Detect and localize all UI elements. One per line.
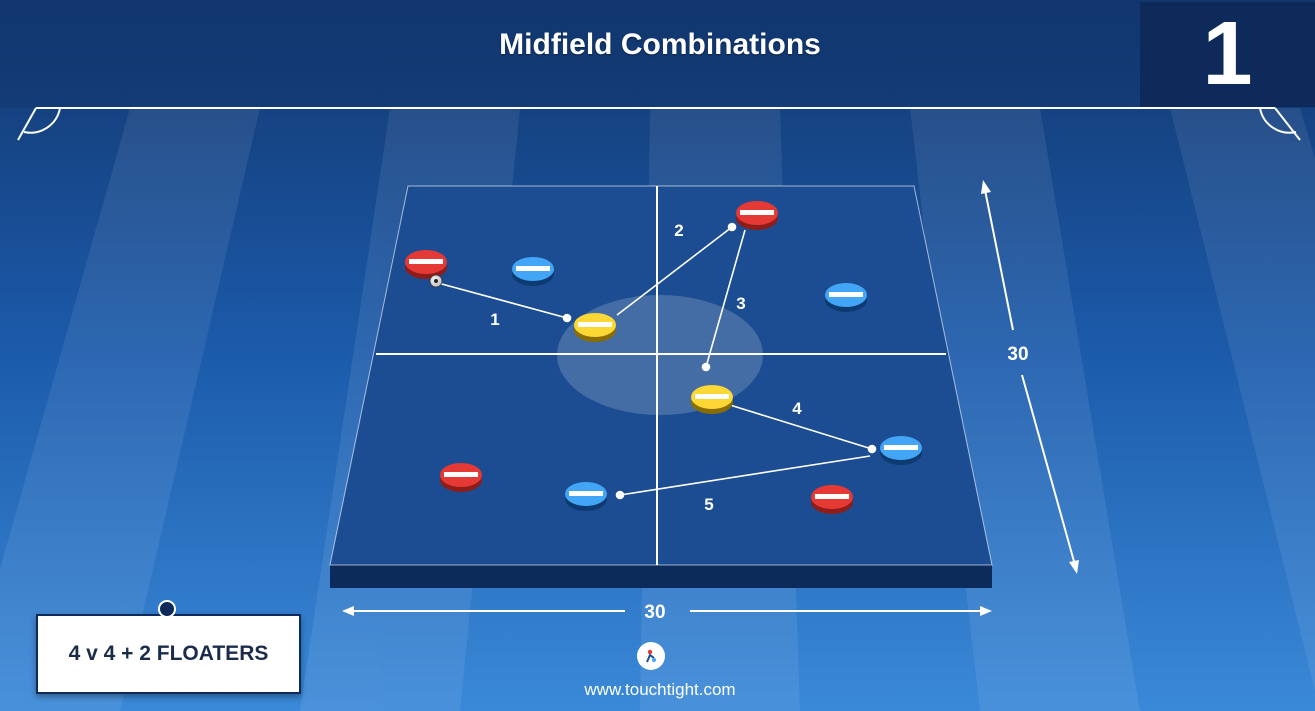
pass-label-1: 1: [490, 310, 499, 329]
player-marker-floater: [574, 313, 616, 342]
player-marker-floater: [691, 385, 733, 414]
info-card-text: 4 v 4 + 2 FLOATERS: [68, 642, 269, 665]
player-marker-red: [440, 463, 482, 492]
player-marker-red: [811, 485, 853, 514]
page-title: Midfield Combinations: [499, 28, 821, 61]
players: [405, 201, 922, 514]
grid-side: [330, 565, 992, 588]
pass-label-4: 4: [792, 399, 802, 418]
pass-label-2: 2: [674, 221, 683, 240]
height-dimension-label: 30: [1007, 344, 1028, 365]
grid-surface: [329, 185, 993, 566]
height-dimension-arrow: [981, 180, 1079, 574]
website-link[interactable]: www.touchtight.com: [584, 680, 736, 699]
pass-line-1: [437, 282, 568, 319]
pin-icon: [158, 600, 176, 618]
pass-line-2: [616, 226, 733, 316]
pass-line-5: [619, 455, 871, 496]
pass-line-3: [705, 229, 746, 368]
ball-icon: [429, 274, 443, 288]
corner-arc-left: [23, 107, 61, 134]
slide-number: 1: [1140, 2, 1315, 107]
pass-label-5: 5: [704, 495, 713, 514]
player-marker-blue: [825, 283, 867, 312]
corner-arc-right: [1259, 107, 1297, 134]
header-band: [0, 0, 1315, 108]
player-marker-red: [736, 201, 778, 230]
player-marker-blue: [565, 482, 607, 511]
player-marker-red: [405, 250, 447, 279]
player-marker-blue: [880, 436, 922, 465]
pass-label-3: 3: [736, 294, 745, 313]
width-dimension-arrow: [342, 606, 992, 616]
info-card: 4 v 4 + 2 FLOATERS: [36, 614, 301, 694]
touchtight-logo-icon: [637, 642, 665, 670]
width-dimension-label: 30: [644, 602, 665, 623]
pass-lines: [437, 222, 877, 500]
pass-line-4: [729, 404, 873, 450]
player-marker-blue: [512, 257, 554, 286]
